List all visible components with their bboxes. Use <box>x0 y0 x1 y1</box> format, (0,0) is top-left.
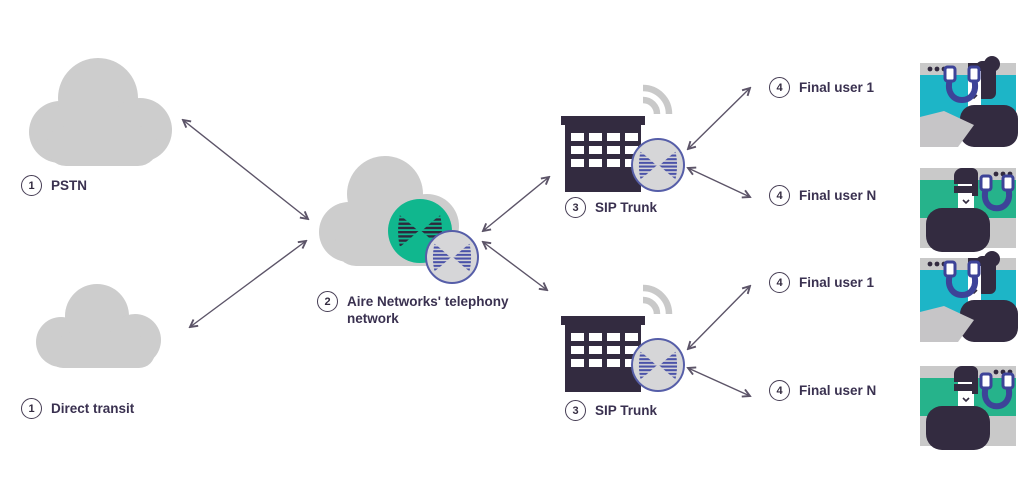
person-with-headset-on-call-illustration <box>920 168 1016 252</box>
node-label: Aire Networks' telephony network <box>347 294 509 326</box>
label-final-user-1-bottom: 4 Final user 1 <box>769 272 874 293</box>
office-building-icon <box>561 316 645 392</box>
arrow-aire-sip-bottom <box>483 242 547 290</box>
step-badge: 4 <box>769 272 790 293</box>
aire-logo-badge <box>425 230 479 284</box>
step-badge: 4 <box>769 185 790 206</box>
aire-logo-badge <box>631 138 685 192</box>
step-badge: 3 <box>565 197 586 218</box>
step-badge: 3 <box>565 400 586 421</box>
butterfly-lines-logo-icon <box>638 151 678 179</box>
arrow-direct-aire <box>190 241 306 327</box>
arrow-siptop-userN <box>688 168 750 197</box>
label-sip-trunk-bottom: 3 SIP Trunk <box>565 400 657 421</box>
step-badge: 4 <box>769 77 790 98</box>
arrow-sipbottom-user1 <box>688 286 750 349</box>
label-final-user-n-top: 4 Final user N <box>769 185 876 206</box>
person-on-call-with-laptop-illustration <box>920 251 1018 342</box>
label-sip-trunk-top: 3 SIP Trunk <box>565 197 657 218</box>
node-label: PSTN <box>51 178 88 193</box>
step-badge: 2 <box>317 291 338 312</box>
person-with-headset-on-call-illustration <box>920 366 1016 450</box>
label-direct-transit: 1 Direct transit <box>21 398 134 419</box>
label-pstn: 1 PSTN <box>21 175 87 196</box>
wifi-signal-icon <box>642 84 673 115</box>
node-label: Final user N <box>799 188 877 203</box>
step-badge: 1 <box>21 175 42 196</box>
node-label: Final user 1 <box>799 275 875 290</box>
butterfly-lines-logo-icon <box>432 243 472 271</box>
wifi-signal-icon <box>642 284 673 315</box>
node-label: Final user N <box>799 383 877 398</box>
arrow-sipbottom-userN <box>688 368 750 396</box>
label-aire-network: 2 Aire Networks' telephony network <box>317 291 522 328</box>
person-on-call-with-laptop-illustration <box>920 56 1018 147</box>
node-label: SIP Trunk <box>595 200 658 215</box>
node-label: Direct transit <box>51 401 135 416</box>
node-label: Final user 1 <box>799 80 875 95</box>
label-final-user-n-bottom: 4 Final user N <box>769 380 876 401</box>
node-label: SIP Trunk <box>595 403 658 418</box>
butterfly-lines-logo-icon <box>638 351 678 379</box>
aire-logo-badge <box>631 338 685 392</box>
arrow-pstn-aire <box>183 120 308 219</box>
step-badge: 4 <box>769 380 790 401</box>
label-final-user-1-top: 4 Final user 1 <box>769 77 874 98</box>
arrow-aire-sip-top <box>483 177 549 231</box>
office-building-icon <box>561 116 645 192</box>
cloud-icon <box>29 58 172 166</box>
arrow-siptop-user1 <box>688 88 750 149</box>
cloud-icon <box>36 284 161 368</box>
step-badge: 1 <box>21 398 42 419</box>
